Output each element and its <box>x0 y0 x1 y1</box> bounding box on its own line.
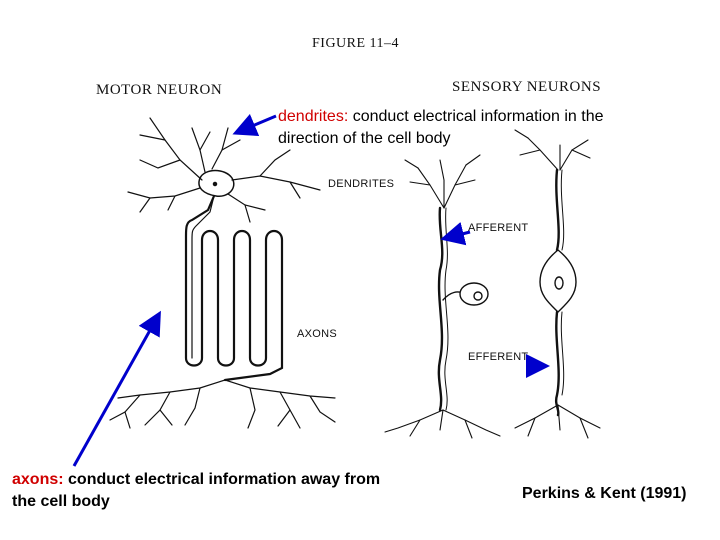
afferent-axon <box>437 206 444 412</box>
axons-label: AXONS <box>297 328 338 340</box>
motor-neuron <box>109 117 336 429</box>
annotation-arrows <box>72 113 550 467</box>
efferent-label: EFFERENT <box>468 351 529 363</box>
afferent-dendrites <box>404 154 481 209</box>
motor-axon <box>184 194 284 382</box>
afferent-label: AFFERENT <box>468 222 529 234</box>
arrow-to-dendrites <box>232 113 277 137</box>
axons-term: axons: <box>12 471 64 488</box>
dendrites-label: DENDRITES <box>328 178 395 190</box>
sensory-neurons-title: SENSORY NEURONS <box>452 79 602 95</box>
efferent-axon-lower <box>554 310 560 417</box>
afferent-terminals <box>384 409 501 439</box>
motor-dendrites <box>127 117 321 223</box>
arrow-to-afferent <box>440 221 471 246</box>
efferent-axon-upper <box>555 168 560 252</box>
motor-neuron-title: MOTOR NEURON <box>96 82 223 98</box>
axons-annotation: axons: conduct electrical information aw… <box>12 469 402 513</box>
dendrites-term: dendrites: <box>278 108 349 125</box>
efferent-neuron <box>514 129 601 439</box>
axons-description: conduct electrical information away from… <box>12 471 381 510</box>
figure-label: FIGURE 11–4 <box>312 36 400 51</box>
arrow-to-axons <box>72 310 161 467</box>
motor-axon-terminals <box>109 379 336 429</box>
efferent-terminals <box>514 404 601 439</box>
dendrites-description: conduct electrical information in the di… <box>278 108 604 147</box>
afferent-neuron <box>384 154 501 439</box>
efferent-cell-body <box>539 249 577 313</box>
dendrites-annotation: dendrites: conduct electrical informatio… <box>278 106 658 150</box>
efferent-dendrites <box>514 129 591 171</box>
citation: Perkins & Kent (1991) <box>522 485 687 502</box>
